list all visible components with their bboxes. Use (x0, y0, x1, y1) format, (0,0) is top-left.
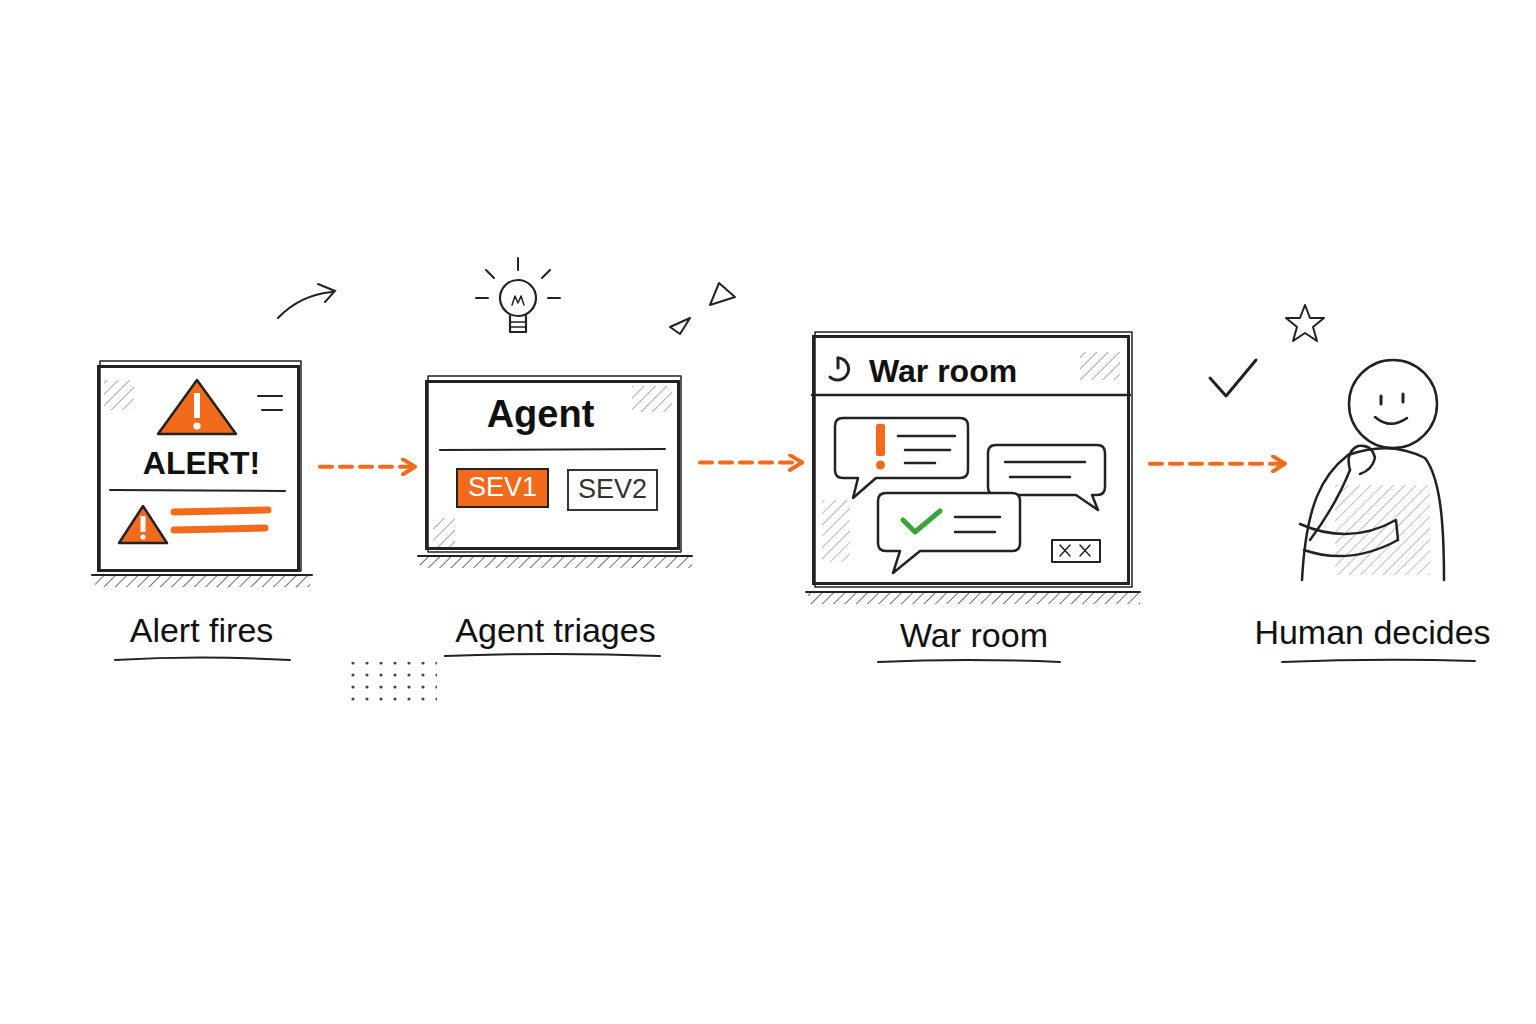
human-node: Human decides (1295, 355, 1450, 580)
agent-panel-sketch-part (500, 280, 536, 316)
severity-chip: SEV1 (456, 468, 549, 508)
human-figure-part (1375, 417, 1407, 424)
caption-underline-part (115, 658, 290, 661)
caption-underline-part (1282, 660, 1475, 662)
alert-panel-sketch-part (262, 409, 282, 411)
alert-panel-sketch-part (174, 528, 265, 530)
agent-panel-sketch-part (440, 449, 665, 450)
agent-panel-sketch-part (710, 283, 735, 305)
human-figure (1210, 305, 1444, 580)
alert-heading: ALERT! (100, 446, 303, 481)
war-room-sketch-part (835, 418, 968, 498)
war-room-sketch-part (876, 461, 885, 470)
alert-panel-sketch-part (174, 510, 268, 512)
agent-panel-sketch-part (670, 318, 690, 334)
alert-panel-sketch-part (119, 506, 167, 543)
alert-panel-sketch-part (258, 395, 282, 397)
agent-panel-sketch (418, 258, 735, 568)
caption-underline-part (445, 654, 660, 656)
agent-panel-sketch-part (428, 376, 681, 552)
agent-panel-sketch-part (418, 555, 692, 557)
war-room-sketch-part (1080, 352, 1120, 380)
severity-label: SEV1 (458, 470, 547, 506)
swoosh-arrow-part (278, 292, 332, 318)
flow-arrow (700, 461, 802, 465)
war-room-sketch-part (876, 424, 885, 456)
alert-panel-sketch-part (104, 380, 134, 410)
severity-chip: SEV2 (567, 469, 658, 511)
agent-heading: Agent (428, 394, 653, 436)
war-room-sketch-part (837, 358, 840, 368)
alert-panel-sketch-part (193, 422, 200, 429)
alert-panel-sketch-part (141, 516, 146, 532)
agent-panel-sketch-part (433, 518, 455, 548)
war-room-sketch-part (808, 592, 1140, 604)
human-figure-part (1335, 485, 1430, 575)
swoosh-arrow (278, 284, 335, 318)
swoosh-arrow-part (318, 284, 335, 302)
human-figure-part (1210, 360, 1256, 396)
war-room-sketch-part (1005, 462, 1085, 477)
alert-panel-sketch-part (194, 393, 200, 418)
human-figure-part (1349, 446, 1375, 474)
human-figure-part (1348, 448, 1444, 580)
severity-label: SEV2 (569, 471, 656, 509)
war-room-sketch-part (815, 332, 1132, 587)
alert-panel-sketch-part (140, 534, 145, 539)
stage-caption: Agent triages (381, 612, 731, 649)
human-figure-part (1349, 360, 1437, 448)
agent-panel-sketch-part (510, 322, 526, 327)
agent-panel-sketch-part (420, 556, 692, 568)
agent-panel: AgentAgent triagesSEV1SEV2 (425, 380, 680, 550)
war-room-window: War roomWar room (812, 335, 1130, 585)
alert-panel-sketch-part (92, 574, 312, 576)
war-room-sketch-part (822, 500, 850, 562)
caption-underline-part (878, 660, 1060, 662)
war-room-sketch-part (830, 358, 849, 380)
war-room-sketch-part (898, 436, 955, 463)
agent-panel-sketch-part (632, 386, 672, 412)
stage-caption: Alert fires (27, 612, 377, 649)
caption-underline (115, 654, 1475, 662)
stage-caption: Human decides (1198, 614, 1536, 651)
war-room-sketch-part (878, 493, 1020, 573)
war-room-sketch-part (1060, 545, 1090, 556)
stage-caption: War room (799, 617, 1149, 654)
war-room-sketch-part (812, 394, 1130, 397)
war-room-sketch-part (955, 517, 1000, 532)
dot-grid (345, 662, 437, 702)
human-figure-part (1286, 305, 1324, 341)
alert-panel: ALERT!Alert fires (97, 365, 300, 572)
window-title: War room (869, 354, 1109, 389)
alert-panel-sketch (92, 361, 312, 587)
agent-panel-sketch-part (512, 296, 524, 305)
war-room-sketch-part (903, 511, 940, 532)
agent-panel-sketch-part (476, 258, 560, 298)
human-figure-part (1381, 394, 1403, 404)
alert-panel-sketch-part (95, 575, 310, 587)
war-room-sketch-part (1052, 540, 1100, 562)
alert-panel-sketch-part (110, 490, 285, 491)
alert-panel-sketch-part (158, 380, 236, 434)
flow-arrow (1150, 462, 1285, 466)
war-room-sketch (806, 332, 1140, 604)
agent-panel-sketch-part (510, 316, 526, 332)
flow-arrow (320, 465, 415, 469)
war-room-sketch-part (806, 591, 1140, 593)
human-figure-part (1300, 520, 1398, 556)
